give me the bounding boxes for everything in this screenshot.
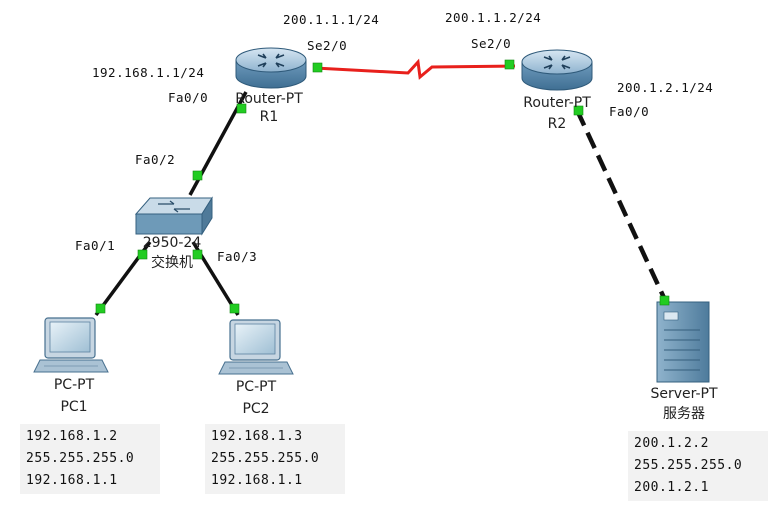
router-r2-icon[interactable] xyxy=(521,49,593,91)
server-config-block: 200.1.2.2 255.255.255.0 200.1.2.1 xyxy=(628,431,768,501)
pc1-ip-address: 192.168.1.2 xyxy=(26,429,118,444)
pc1-name-label: PC1 xyxy=(60,399,88,415)
server-gateway: 200.1.2.1 xyxy=(634,480,709,495)
r2-fa-ip-label: 200.1.2.1/24 xyxy=(617,80,714,95)
r1-name-label: R1 xyxy=(259,109,279,125)
sw-uplink-port-label: Fa0/2 xyxy=(135,152,176,167)
dot-r1-se xyxy=(312,62,323,73)
switch-icon[interactable] xyxy=(134,196,213,236)
link-status-dots xyxy=(95,59,670,314)
server-subnet-mask: 255.255.255.0 xyxy=(634,458,743,473)
server-ip-address: 200.1.2.2 xyxy=(634,436,709,451)
dot-r2-fa xyxy=(573,105,584,116)
pc1-subnet-mask: 255.255.255.0 xyxy=(26,451,135,466)
dot-sw-pc2 xyxy=(192,249,203,260)
r1-fa-port-label: Fa0/0 xyxy=(168,90,209,105)
pc2-subnet-mask: 255.255.255.0 xyxy=(211,451,320,466)
pc1-model-label: PC-PT xyxy=(53,377,95,393)
pc1-config-block: 192.168.1.2 255.255.255.0 192.168.1.1 xyxy=(20,424,160,494)
r1-fa-ip-label: 192.168.1.1/24 xyxy=(92,65,205,80)
pc2-config-block: 192.168.1.3 255.255.255.0 192.168.1.1 xyxy=(205,424,345,494)
server-name-label: 服务器 xyxy=(663,406,705,422)
pc1-gateway: 192.168.1.1 xyxy=(26,473,118,488)
r2-se-port-label: Se2/0 xyxy=(471,36,512,51)
dot-sw-up xyxy=(192,170,203,181)
dot-r2-se xyxy=(504,59,515,70)
dot-pc1 xyxy=(95,303,106,314)
r2-se-ip-label: 200.1.1.2/24 xyxy=(445,10,542,25)
r1-se-port-label: Se2/0 xyxy=(307,38,348,53)
router-r1-icon[interactable] xyxy=(235,47,307,89)
server-icon[interactable] xyxy=(656,301,710,383)
server-model-label: Server-PT xyxy=(650,386,718,402)
pc2-ip-address: 192.168.1.3 xyxy=(211,429,303,444)
pc2-icon[interactable] xyxy=(218,319,294,375)
pc2-gateway: 192.168.1.1 xyxy=(211,473,303,488)
sw-pc1-port-label: Fa0/1 xyxy=(75,238,116,253)
pc1-icon[interactable] xyxy=(33,317,109,373)
dot-sw-pc1 xyxy=(137,249,148,260)
link-r1-r2-serial xyxy=(314,58,516,80)
dot-pc2 xyxy=(229,303,240,314)
sw-pc2-port-label: Fa0/3 xyxy=(217,249,258,264)
r2-name-label: R2 xyxy=(547,116,567,132)
dot-r1-fa xyxy=(236,103,247,114)
pc2-model-label: PC-PT xyxy=(235,379,277,395)
r2-fa-port-label: Fa0/0 xyxy=(609,104,650,119)
r1-model-label: Router-PT xyxy=(235,91,303,107)
dot-server xyxy=(659,295,670,306)
r1-se-ip-label: 200.1.1.1/24 xyxy=(283,12,380,27)
r2-model-label: Router-PT xyxy=(523,95,591,111)
pc2-name-label: PC2 xyxy=(242,401,270,417)
link-r2-server xyxy=(574,109,668,301)
switch-model-label: 2950-24 xyxy=(142,235,202,251)
switch-name-label: 交换机 xyxy=(151,255,193,271)
